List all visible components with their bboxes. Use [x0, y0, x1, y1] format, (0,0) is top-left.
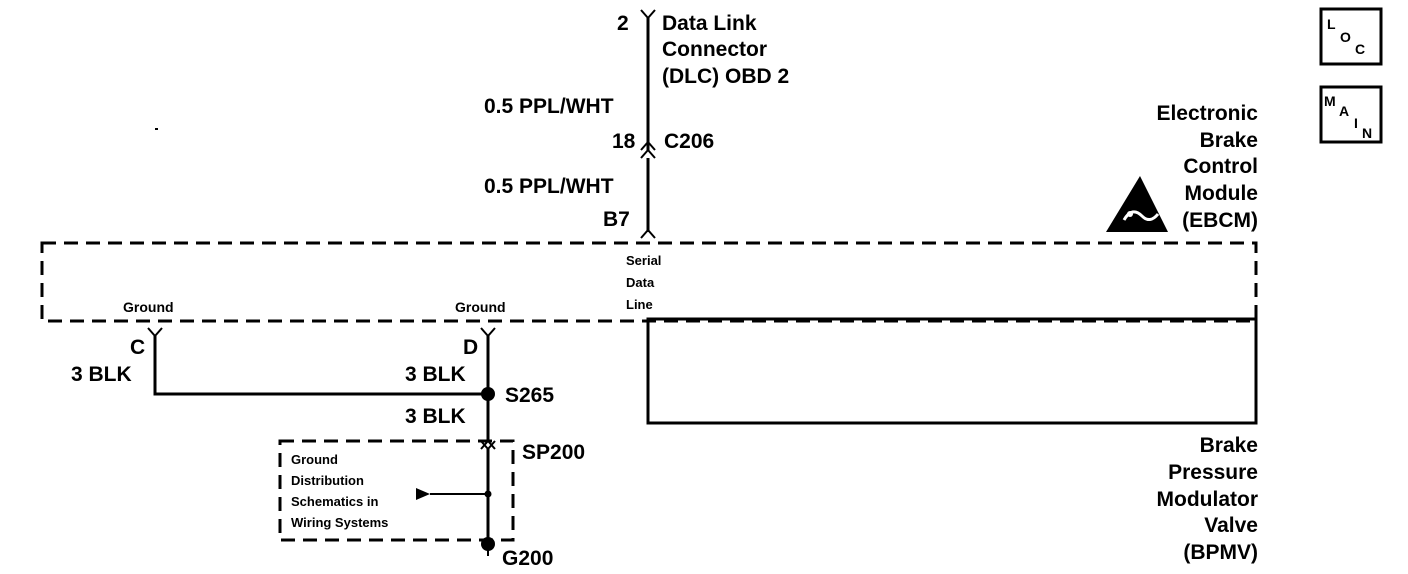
bpmv-label-line3: Modulator	[1157, 488, 1258, 511]
ground-c-wire-color: 3 BLK	[71, 363, 132, 386]
ebcm-label-line5: (EBCM)	[1182, 209, 1258, 232]
esd-sensitive-icon	[1106, 176, 1168, 232]
b7-terminal-symbol	[640, 228, 656, 239]
ebcm-pin-b7: B7	[603, 208, 630, 231]
ebcm-label-line4: Module	[1185, 182, 1259, 205]
serial-data-label-line2: Data	[626, 275, 655, 290]
c206-pin-number: 18	[612, 130, 636, 153]
bpmv-label-line5: (BPMV)	[1183, 541, 1258, 564]
ground-d-wire-color: 3 BLK	[405, 363, 466, 386]
reference-arrow-icon	[416, 488, 430, 500]
c206-connector-symbol	[640, 140, 656, 159]
sp200-label: SP200	[522, 441, 585, 464]
loc-button[interactable]: L O C	[1319, 7, 1383, 66]
ground-d-terminal-symbol	[480, 327, 496, 338]
ground-c-pin: C	[130, 336, 145, 359]
ground-distribution-box	[278, 439, 515, 542]
loc-letter-o: O	[1340, 29, 1351, 45]
ebcm-label-line1: Electronic	[1156, 102, 1258, 125]
bpmv-label-line1: Brake	[1200, 434, 1258, 457]
main-letter-i: I	[1354, 115, 1358, 131]
ebcm-label-line3: Control	[1183, 155, 1258, 178]
main-letter-n: N	[1362, 125, 1372, 141]
ebcm-label-line2: Brake	[1200, 129, 1258, 152]
wire-color-lower: 0.5 PPL/WHT	[484, 175, 614, 198]
ground-c-wire	[153, 336, 488, 396]
dlc-name-line3: (DLC) OBD 2	[662, 65, 789, 88]
ground-dist-line4: Wiring Systems	[291, 515, 388, 530]
ground-dist-line3: Schematics in	[291, 494, 378, 509]
bpmv-label-line4: Valve	[1204, 514, 1258, 537]
main-button[interactable]: M A I N	[1319, 85, 1383, 144]
ground-dist-line2: Distribution	[291, 473, 364, 488]
dlc-name-line1: Data Link	[662, 12, 757, 35]
ground-d-label: Ground	[455, 299, 506, 315]
ground-d-pin: D	[463, 336, 478, 359]
dlc-name-line2: Connector	[662, 38, 767, 61]
ground-c-label: Ground	[123, 299, 174, 315]
dlc-connector-symbol	[640, 9, 656, 20]
wire-color-upper: 0.5 PPL/WHT	[484, 95, 614, 118]
bpmv-module-outline	[646, 317, 1258, 425]
serial-data-label-line1: Serial	[626, 253, 661, 268]
ground-g200-label: G200	[502, 547, 553, 570]
loc-letter-l: L	[1327, 16, 1336, 32]
ground-dist-line1: Ground	[291, 452, 338, 467]
serial-data-label-line3: Line	[626, 297, 653, 312]
loc-letter-c: C	[1355, 41, 1365, 57]
main-letter-m: M	[1324, 93, 1336, 109]
splice-s265-label: S265	[505, 384, 554, 407]
main-letter-a: A	[1339, 103, 1349, 119]
ground-c-terminal-symbol	[147, 327, 163, 338]
ground-s-wire-color: 3 BLK	[405, 405, 466, 428]
dlc-pin-number: 2	[617, 12, 629, 35]
bpmv-label-line2: Pressure	[1168, 461, 1258, 484]
c206-connector-name: C206	[664, 130, 714, 153]
